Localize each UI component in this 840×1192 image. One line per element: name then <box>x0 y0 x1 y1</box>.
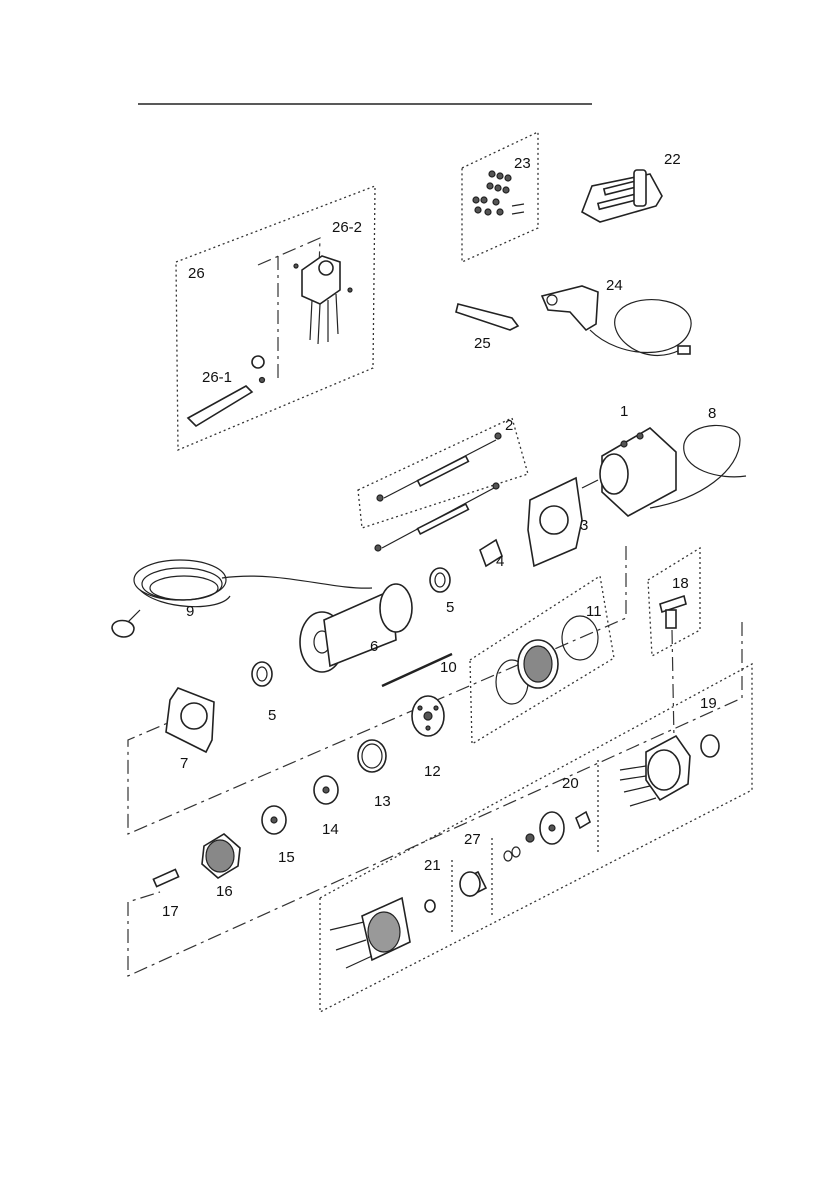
label-part-8: 8 <box>708 405 716 422</box>
part-20-gear-carrier <box>504 812 590 861</box>
label-part-10: 10 <box>440 659 457 676</box>
part-2-tie-rods <box>375 433 501 551</box>
group-23-boundary <box>462 132 538 262</box>
label-part-4: 4 <box>496 553 504 570</box>
group-19-21-boundary <box>320 664 752 1012</box>
part-14-planet-gear-set <box>314 776 338 804</box>
label-part-12: 12 <box>424 763 441 780</box>
label-part-21: 21 <box>424 857 441 874</box>
part-7-end-housing <box>166 688 214 752</box>
label-part-18: 18 <box>672 575 689 592</box>
label-part-26-1: 26-1 <box>202 369 232 386</box>
label-part-26-2: 26-2 <box>332 219 362 236</box>
label-part-5-left: 5 <box>268 707 276 724</box>
label-part-1: 1 <box>620 403 628 420</box>
label-part-2: 2 <box>505 417 513 434</box>
part-22-roller-fairlead <box>582 170 662 222</box>
label-part-20: 20 <box>562 775 579 792</box>
part-25-hand-saver-strap <box>456 304 518 330</box>
label-part-19: 19 <box>700 695 717 712</box>
label-part-7: 7 <box>180 755 188 772</box>
part-26-2-control-box <box>294 256 352 344</box>
label-part-11: 11 <box>586 603 602 620</box>
label-part-9: 9 <box>186 603 194 620</box>
label-part-16: 16 <box>216 883 233 900</box>
part-1-motor <box>582 428 676 516</box>
label-part-3: 3 <box>580 517 588 534</box>
label-part-13: 13 <box>374 793 391 810</box>
label-part-25: 25 <box>474 335 491 352</box>
part-19-gear-housing <box>620 735 719 806</box>
part-24-remote-control <box>542 286 691 355</box>
label-part-26: 26 <box>188 265 205 282</box>
part-15-planet-gear-set <box>262 806 286 834</box>
part-23-hardware-kit <box>473 171 524 215</box>
label-part-23: 23 <box>514 155 531 172</box>
part-3-motor-end-housing <box>528 478 582 566</box>
part-13-thrust-washer <box>358 740 386 772</box>
part-16-ring-gear <box>202 834 240 878</box>
part-11-brake-assembly <box>496 616 598 704</box>
label-part-14: 14 <box>322 821 339 838</box>
part-6-drum <box>300 584 412 672</box>
part-21-end-cover <box>330 898 435 968</box>
part-5-bushing-right <box>430 568 450 592</box>
label-part-5-right: 5 <box>446 599 454 616</box>
label-part-22: 22 <box>664 151 681 168</box>
part-12-planet-carrier <box>412 696 444 736</box>
label-part-6: 6 <box>370 638 378 655</box>
label-part-27: 27 <box>464 831 481 848</box>
part-26-1-remote-switch <box>188 356 265 426</box>
part-27-bearing <box>460 872 486 896</box>
label-part-15: 15 <box>278 849 295 866</box>
part-18-clutch-handle <box>660 596 686 740</box>
label-part-24: 24 <box>606 277 623 294</box>
part-17-sun-gear <box>153 869 178 886</box>
part-5-bushing-left <box>252 662 272 686</box>
label-part-17: 17 <box>162 903 179 920</box>
